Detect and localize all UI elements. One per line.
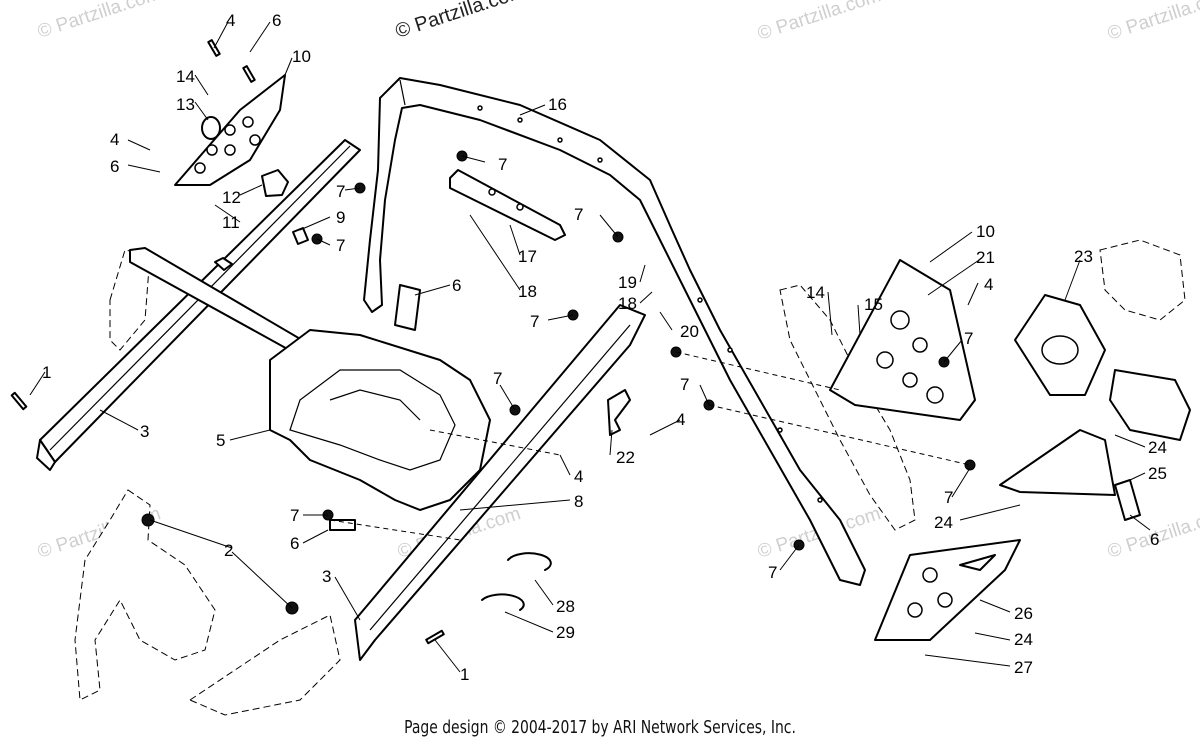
callout-label: 24 — [934, 513, 953, 532]
callout-label: 26 — [1014, 604, 1033, 623]
hose-clamps — [481, 552, 552, 611]
callout-label: 4 — [574, 467, 583, 486]
callout-label: 10 — [976, 222, 995, 241]
callout-label: 21 — [976, 248, 995, 267]
callout-label: 7 — [944, 488, 953, 507]
skid-plate — [874, 539, 1021, 641]
callout-label: 7 — [336, 236, 345, 255]
leader-lines — [29, 21, 1151, 673]
callout-label: 27 — [1014, 658, 1033, 677]
callout-label: 7 — [290, 506, 299, 525]
callout-label: 7 — [530, 312, 539, 331]
callout-label: 6 — [1150, 530, 1159, 549]
watermark-top: © Partzilla.com — [393, 0, 528, 43]
watermark: © Partzilla.com — [1105, 0, 1200, 45]
callout-label: 1 — [42, 363, 51, 382]
callout-label: 7 — [493, 369, 502, 388]
callout-label: 4 — [110, 130, 119, 149]
footer-copyright: Page design © 2004-2017 by ARI Network S… — [404, 717, 796, 738]
bracket-plate-right — [829, 259, 976, 421]
callout-label: 1 — [460, 665, 469, 684]
callout-label: 14 — [176, 67, 195, 86]
callout-label: 7 — [768, 563, 777, 582]
callout-label: 16 — [548, 95, 567, 114]
lower-bracket — [188, 614, 341, 716]
callout-label: 20 — [680, 322, 699, 341]
callout-label: 9 — [336, 208, 345, 227]
callout-label: 12 — [222, 188, 241, 207]
callout-label: 24 — [1014, 630, 1033, 649]
callout-label: 18 — [518, 282, 537, 301]
callout-label: 4 — [676, 410, 685, 429]
callout-label: 6 — [272, 11, 281, 30]
callout-label: 6 — [452, 276, 461, 295]
callout-label: 28 — [556, 597, 575, 616]
callout-label: 7 — [680, 375, 689, 394]
callout-label: 29 — [556, 623, 575, 642]
electronic-module — [1014, 294, 1191, 441]
callout-label: 11 — [222, 213, 240, 232]
spacer-bushing — [201, 116, 289, 197]
callout-label: 19 — [618, 273, 637, 292]
watermark: © Partzilla.com — [35, 0, 163, 43]
callout-label: 7 — [336, 182, 345, 201]
callout-label: 13 — [176, 95, 195, 114]
seat-base — [269, 329, 491, 511]
callout-label: 22 — [616, 448, 635, 467]
callout-label: 23 — [1074, 247, 1093, 266]
callout-label: 6 — [110, 157, 119, 176]
callout-label: 14 — [806, 283, 825, 302]
mount-plate — [999, 429, 1116, 496]
callout-label: 4 — [226, 11, 235, 30]
callout-label: 3 — [322, 567, 331, 586]
callout-label: 6 — [290, 534, 299, 553]
callout-label: 18 — [618, 294, 637, 313]
callout-label: 7 — [574, 205, 583, 224]
callouts: 4 6 10 14 13 4 6 12 11 7 9 7 16 7 17 18 … — [42, 11, 1167, 684]
callout-label: 7 — [964, 329, 973, 348]
callout-label: 15 — [864, 295, 883, 314]
roll-bar-assembly — [363, 77, 866, 586]
clip-bracket — [607, 389, 631, 436]
callout-label: 8 — [574, 492, 583, 511]
ghost-parts — [74, 239, 1186, 701]
callout-label: 4 — [984, 275, 993, 294]
callout-label: 5 — [216, 431, 225, 450]
callout-label: 25 — [1148, 464, 1167, 483]
callout-label: 7 — [498, 155, 507, 174]
callout-label: 2 — [224, 541, 233, 560]
callout-label: 17 — [518, 247, 537, 266]
callout-label: 24 — [1148, 438, 1167, 457]
watermark: © Partzilla.com — [755, 0, 883, 45]
assembly-lines — [329, 351, 971, 541]
callout-label: 10 — [292, 47, 311, 66]
callout-label: 3 — [140, 422, 149, 441]
support-strap — [449, 169, 566, 241]
frame-rail-lower — [354, 304, 646, 661]
bracket-plate-left — [174, 74, 286, 186]
